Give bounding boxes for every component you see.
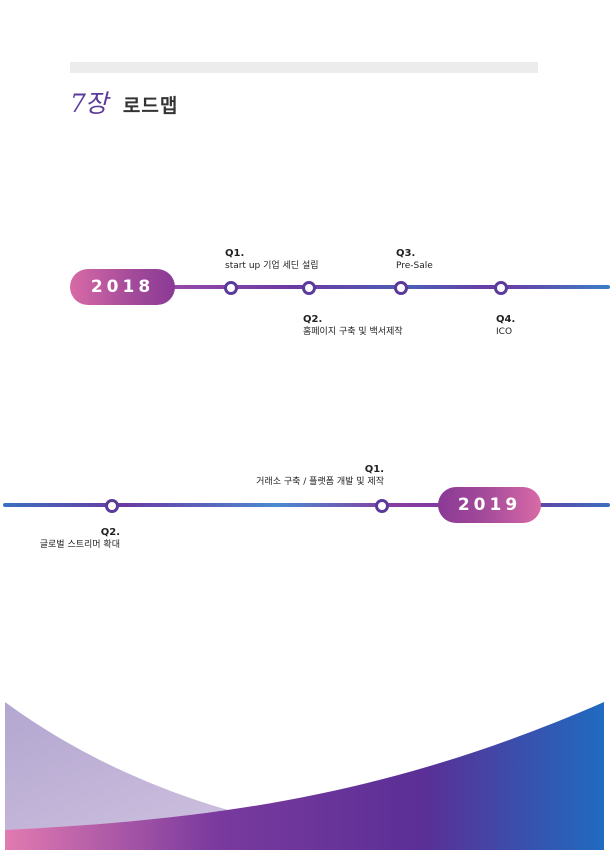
timeline-2018-q1-marker	[224, 281, 238, 295]
milestone-quarter: Q3.	[396, 248, 416, 259]
timeline-2019-q1-marker	[375, 499, 389, 513]
timeline-2018-q2-marker	[302, 281, 316, 295]
milestone-text: Pre-Sale	[396, 261, 433, 271]
milestone-2018-q3: Q3. Pre-Sale	[396, 248, 433, 272]
milestone-text: 홈페이지 구축 및 백서제작	[303, 327, 403, 337]
milestone-2018-q4: Q4. ICO	[496, 314, 515, 338]
milestone-text: ICO	[496, 327, 513, 337]
milestone-text: 거래소 구축 / 플랫폼 개발 및 제작	[256, 477, 384, 487]
chapter-number: 7장	[70, 89, 108, 118]
gradient-wave	[5, 702, 604, 850]
milestone-text: 글로벌 스트리머 확대	[39, 540, 120, 550]
milestone-quarter: Q1.	[225, 248, 245, 259]
chapter-title: 로드맵	[122, 95, 179, 117]
timeline-2019-q2-marker	[105, 499, 119, 513]
milestone-text: start up 기업 세딘 설립	[225, 261, 319, 271]
milestone-2018-q1: Q1. start up 기업 세딘 설립	[225, 248, 319, 272]
milestone-quarter: Q4.	[496, 314, 516, 325]
timeline-2018-line	[160, 285, 610, 289]
year-badge-2019: 2019	[438, 487, 541, 523]
milestone-2019-q1: Q1. 거래소 구축 / 플랫폼 개발 및 제작	[250, 464, 384, 488]
milestone-quarter: Q2.	[303, 314, 323, 325]
chapter-heading: 7장 로드맵	[70, 84, 178, 118]
milestone-2019-q2: Q2. 글로벌 스트리머 확대	[30, 527, 120, 551]
timeline-2018-q4-marker	[494, 281, 508, 295]
timeline-2019-line	[3, 503, 610, 507]
header-bar	[70, 62, 538, 73]
milestone-quarter: Q2.	[100, 527, 120, 538]
timeline-2018-q3-marker	[394, 281, 408, 295]
milestone-2018-q2: Q2. 홈페이지 구축 및 백서제작	[303, 314, 403, 338]
milestone-quarter: Q1.	[364, 464, 384, 475]
year-badge-2018: 2018	[70, 269, 175, 305]
lavender-wave	[5, 702, 330, 832]
decorative-wave-graphic	[5, 702, 604, 850]
